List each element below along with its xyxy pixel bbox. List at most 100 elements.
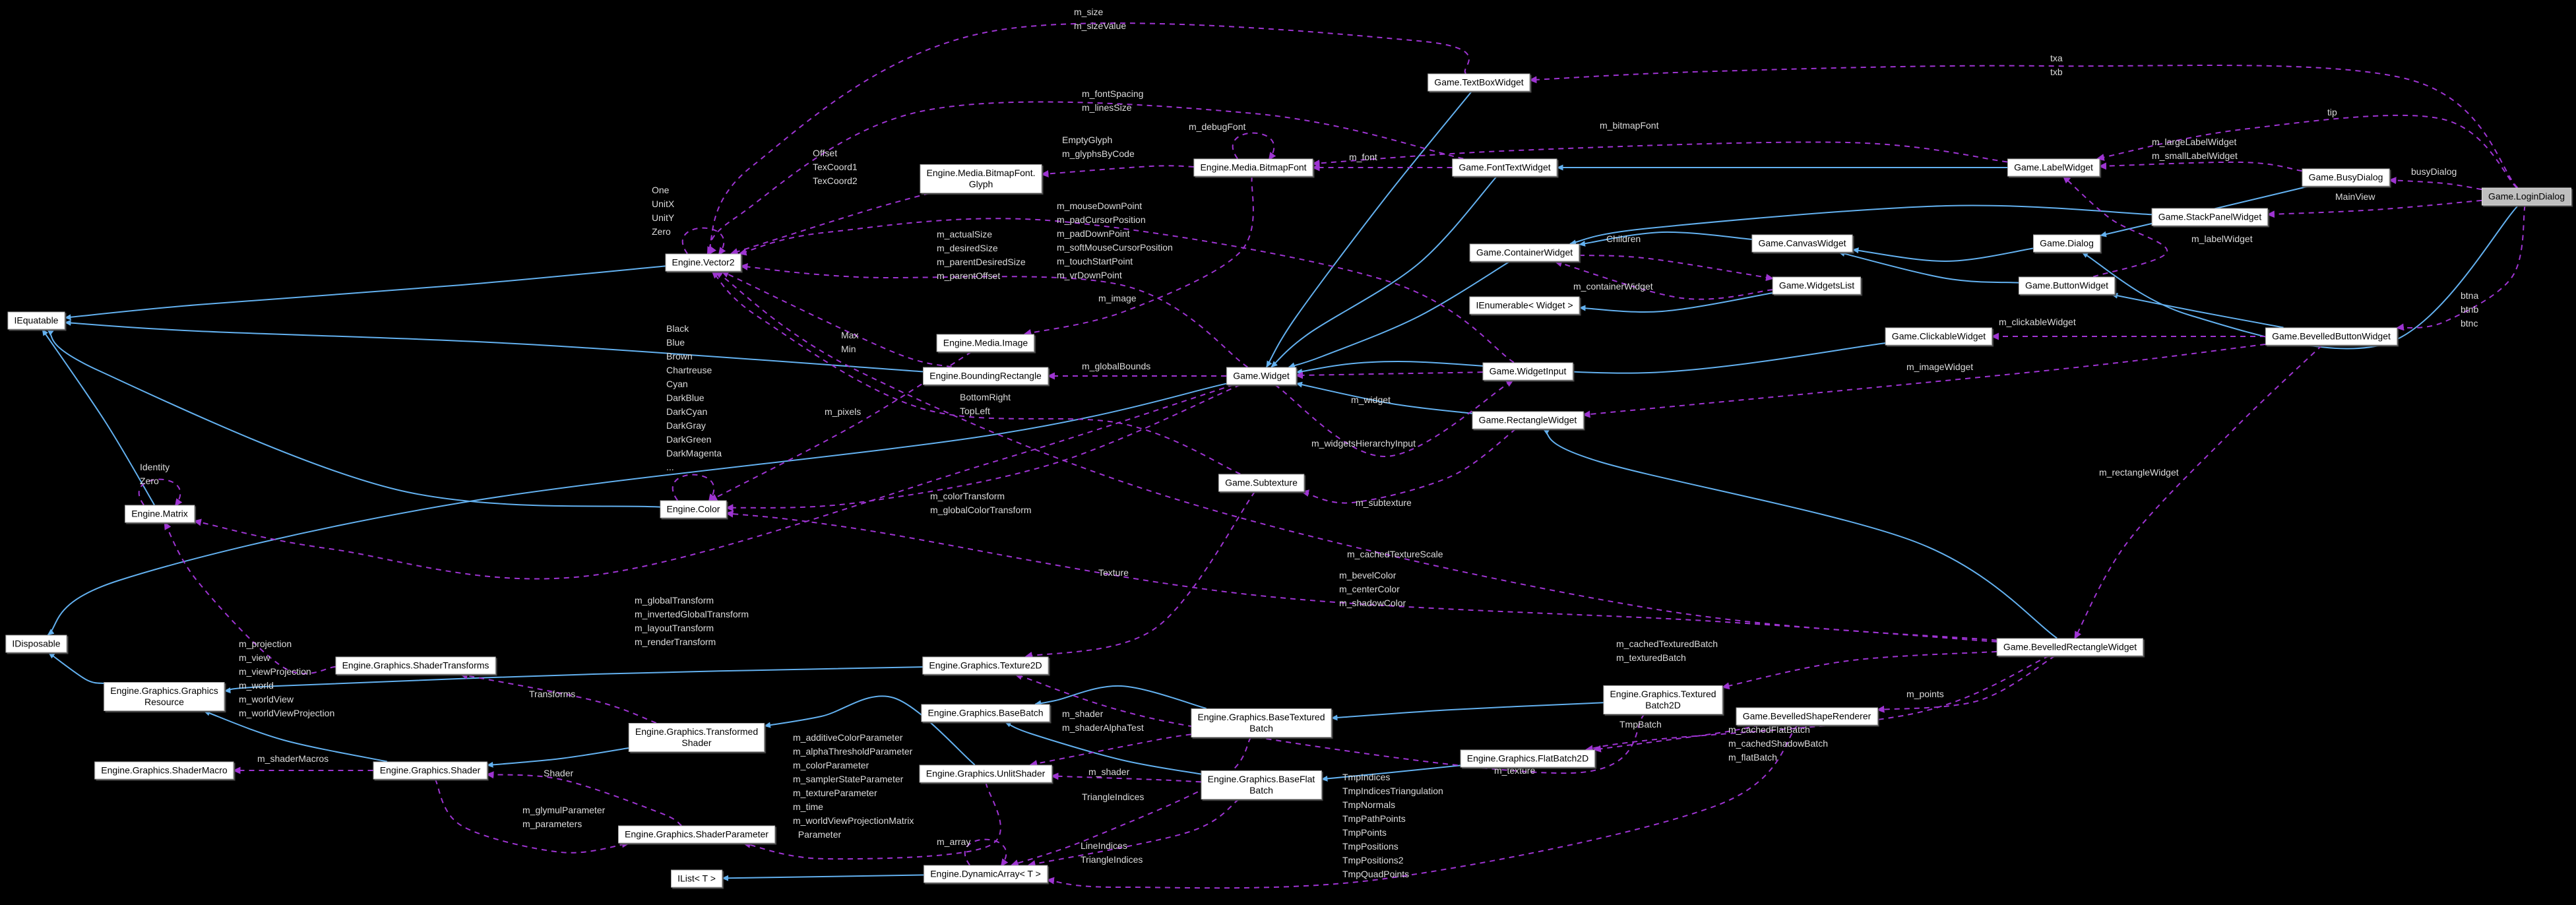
node-transformedshader[interactable]: Engine.Graphics.Transformed Shader — [628, 723, 765, 752]
edge-label-widget-boundrect: m_globalBounds — [1082, 361, 1151, 371]
edge-label-bevbutton-bevrect: m_rectangleWidget — [2099, 467, 2179, 478]
edge-label-bevrect-flatbatch2d: m_cachedFlatBatch m_cachedShadowBatch m_… — [1728, 724, 1828, 763]
edge-label-unlitshader-shaderparameter: m_additiveColorParameter m_alphaThreshol… — [793, 732, 914, 840]
edge-use-fonttext-vector2 — [708, 101, 1464, 255]
edge-use-subtexture-vector2 — [711, 270, 1241, 475]
node-basetexbatch[interactable]: Engine.Graphics.BaseTextured Batch — [1191, 708, 1332, 737]
node-dynamicarray[interactable]: Engine.DynamicArray< T > — [924, 865, 1048, 883]
node-iequatable[interactable]: IEquatable — [7, 311, 65, 330]
edge-use-bevrect-bevshaperenderer — [1876, 655, 2056, 713]
edge-label-bitmapfont-image: m_image — [1098, 293, 1137, 303]
edge-label-widget-widgetinput: m_widgetsHierarchyInput — [1311, 438, 1416, 449]
edge-label-button-labelw: m_labelWidget — [2191, 234, 2253, 244]
node-boundrect[interactable]: Engine.BoundingRectangle — [923, 367, 1048, 385]
node-color[interactable]: Engine.Color — [660, 500, 727, 518]
node-basebatch[interactable]: Engine.Graphics.BaseBatch — [921, 704, 1050, 722]
edge-inherit-logindialog-dialog — [2081, 204, 2519, 350]
edge-label-widget-vector2: m_actualSize m_desiredSize m_parentDesir… — [937, 229, 1026, 281]
node-flatbatch2d[interactable]: Engine.Graphics.FlatBatch2D — [1460, 749, 1596, 768]
edge-label-bevbutton-clickable: m_clickableWidget — [1999, 317, 2076, 327]
node-bevrect[interactable]: Game.BevelledRectangleWidget — [1996, 638, 2144, 656]
edge-inherit-flatbatch2d-baseflatbatch — [1321, 765, 1461, 782]
edge-inherit-textbox-widget — [1266, 90, 1472, 368]
edge-label-container-widgetslist: Children — [1606, 234, 1641, 244]
edge-use-boundrect-vector2 — [720, 270, 953, 368]
node-subtexture[interactable]: Game.Subtexture — [1218, 474, 1304, 492]
node-widget[interactable]: Game.Widget — [1226, 367, 1296, 385]
node-container[interactable]: Game.ContainerWidget — [1469, 243, 1580, 262]
edge-label-color-color: Black Blue Brown Chartreuse Cyan DarkBlu… — [666, 323, 722, 472]
edge-use-widgetinput-vector2 — [738, 218, 1515, 363]
edge-use-logindialog-textbox — [1528, 65, 2519, 189]
edge-inherit-unlitshader-transformedshader — [764, 695, 976, 766]
edge-label-bevrect-vector2: m_cachedTextureScale — [1347, 549, 1443, 559]
node-bevbutton[interactable]: Game.BevelledButtonWidget — [2265, 327, 2397, 346]
edge-label-shader-shaderparameter: m_glymulParameter m_parameters — [522, 805, 606, 829]
edge-inherit-basetexbatch-basebatch — [1034, 685, 1207, 709]
node-ienumerable[interactable]: IEnumerable< Widget > — [1469, 296, 1580, 315]
node-shader[interactable]: Engine.Graphics.Shader — [373, 761, 487, 780]
node-shadertransforms[interactable]: Engine.Graphics.ShaderTransforms — [335, 656, 496, 675]
edge-label-dynamicarray-dynamicarray: m_array — [937, 836, 971, 847]
edge-label-basetexbatch-dynamicarray: TriangleIndices — [1082, 792, 1145, 802]
edge-label-widgetinput-widget: m_widget — [1351, 394, 1391, 405]
node-texture2d[interactable]: Engine.Graphics.Texture2D — [922, 656, 1049, 675]
edge-inherit-container-widget — [1288, 261, 1511, 369]
node-graphicsresource[interactable]: Engine.Graphics.Graphics Resource — [104, 682, 225, 711]
node-fonttext[interactable]: Game.FontTextWidget — [1452, 158, 1557, 177]
node-texbatch2d[interactable]: Engine.Graphics.Textured Batch2D — [1603, 685, 1723, 714]
edge-label-fonttext-bitmapfont: m_font — [1349, 152, 1377, 162]
edge-use-busydialog-labelw — [2098, 161, 2302, 172]
node-textbox[interactable]: Game.TextBoxWidget — [1428, 73, 1530, 92]
node-matrix[interactable]: Engine.Matrix — [125, 505, 195, 523]
node-glyph[interactable]: Engine.Media.BitmapFont. Glyph — [920, 164, 1042, 193]
node-clickable[interactable]: Game.ClickableWidget — [1885, 327, 1993, 346]
edge-use-widget-matrix — [193, 384, 1234, 580]
edge-use-shaderparameter-shader — [486, 771, 682, 827]
node-button[interactable]: Game.ButtonWidget — [2018, 276, 2116, 295]
edge-inherit-clickable-widget — [1296, 342, 1886, 375]
edge-label-labelw-bitmapfont: m_bitmapFont — [1600, 120, 1659, 131]
edge-use-bevrect-vector2 — [714, 270, 1997, 641]
node-idisposable[interactable]: IDisposable — [5, 635, 67, 653]
edge-use-shader-shaderparameter — [434, 779, 630, 854]
node-bitmapfont[interactable]: Engine.Media.BitmapFont — [1193, 158, 1313, 177]
node-shaderparameter[interactable]: Engine.Graphics.ShaderParameter — [618, 825, 775, 844]
edge-inherit-rectwidget-widget — [1296, 381, 1472, 414]
edge-inherit-button-canvas — [1838, 251, 2019, 284]
edge-use-logindialog-bevbutton — [2396, 205, 2526, 331]
node-widgetslist[interactable]: Game.WidgetsList — [1772, 276, 1862, 295]
node-canvas[interactable]: Game.CanvasWidget — [1751, 234, 1853, 253]
edge-label-widget-matrix: m_globalTransform m_invertedGlobalTransf… — [635, 595, 749, 647]
node-rectwidget[interactable]: Game.RectangleWidget — [1472, 411, 1584, 429]
edge-self-bitmapfont-bitmapfont — [1232, 132, 1276, 161]
edge-self-vector2-vector2 — [681, 227, 726, 256]
node-bevshaperenderer[interactable]: Game.BevelledShapeRenderer — [1736, 707, 1878, 726]
edge-label-matrix-matrix: Identity Zero — [140, 462, 170, 486]
edge-use-bevbutton-bevrect — [2074, 344, 2323, 640]
edge-use-widget-vector2 — [739, 263, 1248, 368]
edge-inherit-bevbutton-button — [2111, 292, 2284, 328]
edge-label-vector2-vector2: One UnitX UnitY Zero — [652, 185, 675, 237]
edge-use-glyph-vector2 — [730, 193, 929, 255]
node-image[interactable]: Engine.Media.Image — [936, 334, 1035, 352]
edge-use-widgetslist-container — [1554, 259, 1773, 300]
edge-inherit-graphicsresource-idisposable — [47, 652, 104, 685]
node-busydialog[interactable]: Game.BusyDialog — [2302, 168, 2390, 187]
node-baseflatbatch[interactable]: Engine.Graphics.BaseFlat Batch — [1201, 770, 1322, 799]
edge-label-logindialog-busydialog: busyDialog — [2411, 166, 2457, 177]
edge-label-widgetinput-vector2: m_mouseDownPoint m_padCursorPosition m_p… — [1057, 201, 1173, 280]
node-stackpanel[interactable]: Game.StackPanelWidget — [2151, 208, 2269, 226]
node-unlitshader[interactable]: Engine.Graphics.UnlitShader — [919, 765, 1052, 783]
node-labelw[interactable]: Game.LabelWidget — [2007, 158, 2100, 177]
node-widgetinput[interactable]: Game.WidgetInput — [1482, 362, 1573, 381]
node-dialog[interactable]: Game.Dialog — [2033, 234, 2100, 253]
node-logindialog[interactable]: Game.LoginDialog — [2482, 187, 2571, 206]
node-shadermacro[interactable]: Engine.Graphics.ShaderMacro — [94, 761, 234, 780]
node-vector2[interactable]: Engine.Vector2 — [665, 253, 741, 272]
node-ilist[interactable]: IList< T > — [671, 869, 722, 888]
edge-self-color-color — [672, 474, 716, 503]
edge-label-subtexture-vector2: BottomRight TopLeft — [960, 392, 1011, 416]
edge-inherit-texbatch2d-basetexbatch — [1331, 702, 1604, 721]
